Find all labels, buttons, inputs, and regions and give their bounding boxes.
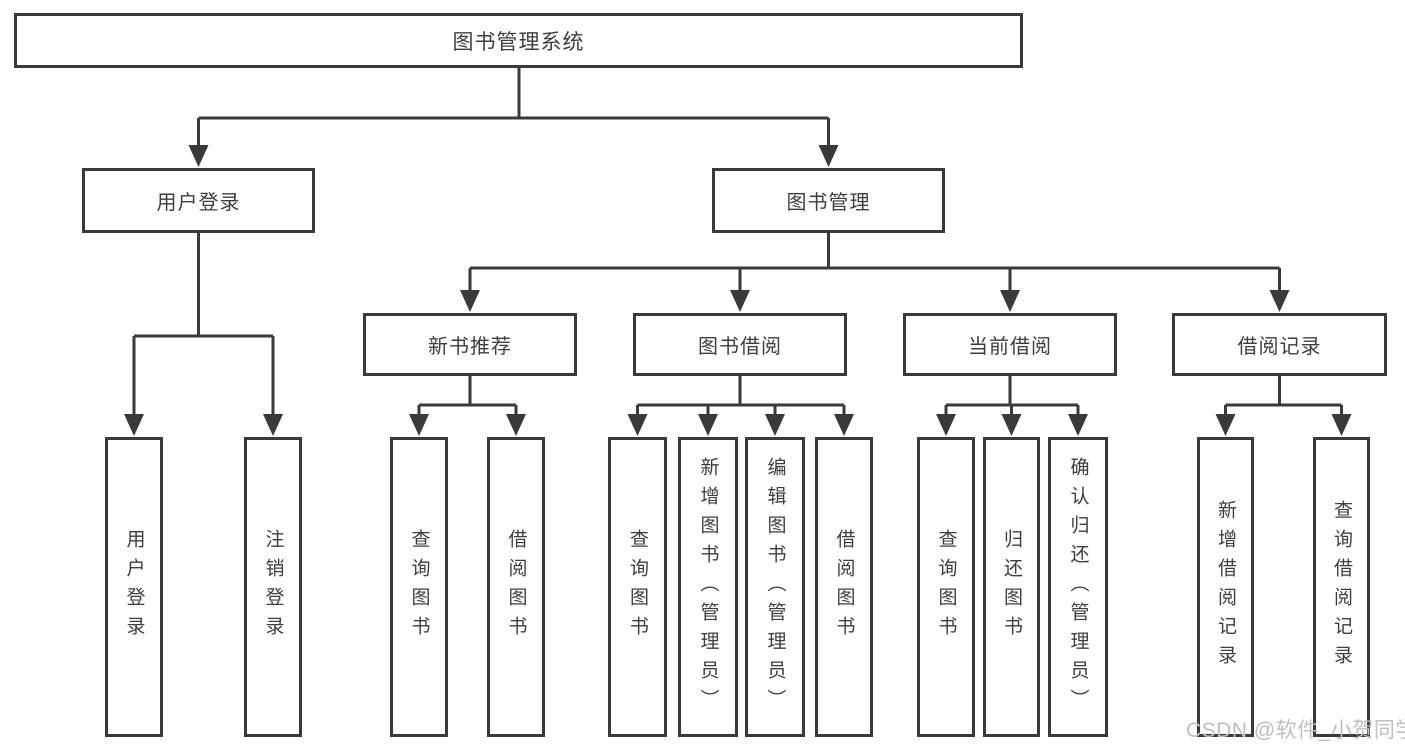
node-user-login: 用户登录: [82, 168, 315, 233]
leaf-query-books-borrow: 查询图书: [608, 437, 667, 737]
node-book-borrow-label: 图书借阅: [698, 336, 782, 358]
leaf-user-login: 用户登录: [105, 437, 163, 737]
node-book-management-label: 图书管理: [786, 192, 871, 214]
node-borrow-records-label: 借阅记录: [1237, 336, 1322, 358]
leaf-query-books-recommend: 查询图书: [390, 437, 448, 737]
leaf-query-books-current: 查询图书: [917, 437, 975, 737]
leaf-user-login-label: 用户登录: [123, 529, 145, 645]
node-root-system: 图书管理系统: [14, 13, 1023, 68]
leaf-borrow-books-label: 借阅图书: [833, 529, 855, 645]
leaf-return-book: 归还图书: [983, 437, 1040, 737]
connector-borrow-records: [1224, 376, 1343, 415]
node-user-login-label: 用户登录: [156, 192, 241, 214]
leaf-confirm-return-admin-label: 确认归还（管理员）: [1067, 456, 1089, 718]
connector-book-management: [468, 233, 1281, 291]
leaf-query-books-recommend-label: 查询图书: [408, 529, 430, 645]
leaf-borrow-books-recommend-label: 借阅图书: [505, 529, 527, 645]
leaf-add-book-admin: 新增图书（管理员）: [678, 437, 738, 737]
leaf-add-borrow-record-label: 新增借阅记录: [1215, 500, 1236, 674]
connector-root: [197, 68, 830, 146]
leaf-query-books-current-label: 查询图书: [935, 529, 957, 645]
connector-book-borrow: [636, 376, 846, 415]
node-current-borrow-label: 当前借阅: [968, 336, 1052, 358]
node-borrow-records: 借阅记录: [1172, 313, 1387, 376]
leaf-query-borrow-record: 查询借阅记录: [1313, 437, 1370, 737]
leaf-add-book-admin-label: 新增图书（管理员）: [697, 456, 719, 718]
leaf-edit-book-admin: 编辑图书（管理员）: [745, 437, 805, 737]
node-book-management: 图书管理: [712, 168, 945, 233]
leaf-logout-label: 注销登录: [262, 529, 284, 645]
arrowheads: [124, 145, 1352, 436]
node-book-borrow: 图书借阅: [633, 313, 847, 376]
node-current-borrow: 当前借阅: [903, 313, 1117, 376]
leaf-return-book-label: 归还图书: [1001, 529, 1022, 645]
connector-current-borrow: [944, 376, 1080, 415]
connector-new-book: [417, 376, 518, 415]
leaf-query-borrow-record-label: 查询借阅记录: [1331, 500, 1352, 674]
leaf-confirm-return-admin: 确认归还（管理员）: [1048, 437, 1108, 737]
connector-user-login: [132, 233, 275, 415]
node-new-book-recommend: 新书推荐: [363, 313, 577, 376]
leaf-logout: 注销登录: [244, 437, 302, 737]
leaf-add-borrow-record: 新增借阅记录: [1197, 437, 1254, 737]
leaf-borrow-books: 借阅图书: [815, 437, 873, 737]
csdn-watermark: CSDN @软件_小贺同学: [1186, 719, 1405, 742]
node-new-book-recommend-label: 新书推荐: [428, 336, 512, 358]
node-root-label: 图书管理系统: [452, 30, 585, 54]
leaf-borrow-books-recommend: 借阅图书: [487, 437, 545, 737]
leaf-query-books-borrow-label: 查询图书: [627, 529, 648, 645]
leaf-edit-book-admin-label: 编辑图书（管理员）: [764, 456, 786, 718]
